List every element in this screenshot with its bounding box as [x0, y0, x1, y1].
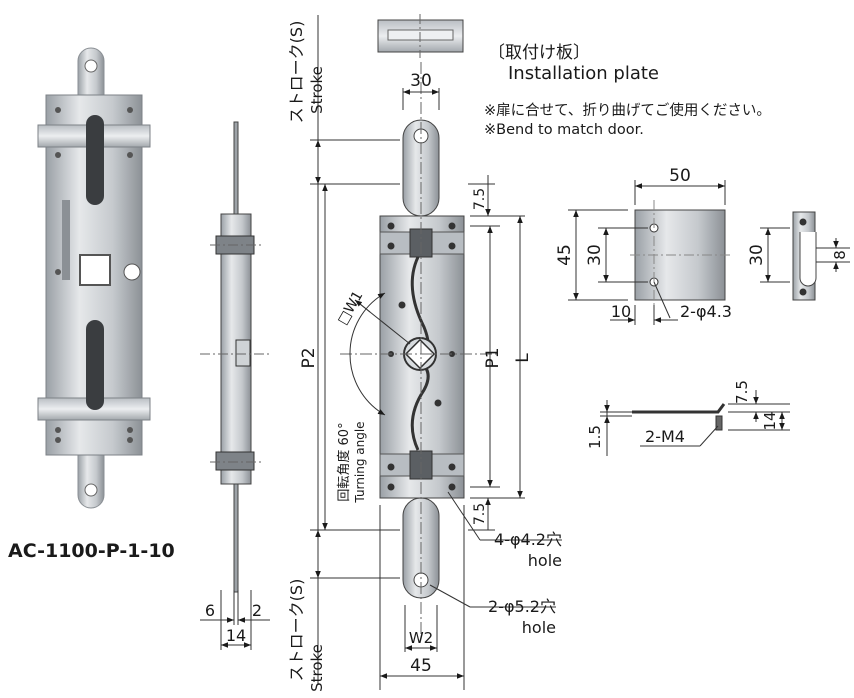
dim-7-5-bottom: 7.5: [472, 503, 488, 525]
front-dimensions: [310, 15, 562, 690]
plate-title-en: Installation plate: [508, 63, 660, 84]
stroke-top-jp: ストローク(S): [287, 21, 306, 124]
dim-w1: □W1: [335, 288, 367, 327]
hole-4-2-jp: 4-φ4.2穴: [494, 530, 562, 549]
dim-l: L: [513, 353, 533, 363]
hole-5-2-jp: 2-φ5.2穴: [488, 597, 556, 616]
front-view: [340, 14, 500, 640]
plate-dim-50: 50: [669, 166, 691, 186]
stroke-top-en: Stroke: [308, 66, 326, 114]
dim-bottom-width: 45: [410, 656, 432, 676]
installation-plate-view: [568, 180, 850, 325]
model-number: AC-1100-P-1-10: [8, 540, 175, 562]
plate-dim-10: 10: [611, 302, 631, 321]
bend-note-jp: ※扉に合せて、折り曲げてご使用ください。: [484, 103, 771, 119]
side-dim-6: 6: [205, 601, 215, 620]
section-dim-14: 14: [761, 411, 779, 430]
turning-angle-en: Turning angle: [353, 421, 367, 503]
dim-w2: W2: [409, 629, 433, 647]
section-m4-label: 2-M4: [645, 427, 685, 446]
dimension-labels: 30 45 W2 P1 L P2 7.5 7.5 □W1 回転角度 60° Tu…: [205, 21, 849, 692]
section-dim-1-5: 1.5: [586, 425, 604, 449]
product-photo: [37, 47, 151, 509]
plate-title-jp: 〔取付け板〕: [488, 43, 590, 63]
plate-hole-label: 2-φ4.3: [680, 302, 732, 321]
hole-4-2-en: hole: [528, 551, 562, 570]
side-dim-14: 14: [226, 626, 246, 645]
side-view: [200, 121, 270, 650]
dim-7-5-top: 7.5: [472, 188, 488, 210]
plate-dim-30: 30: [585, 244, 605, 266]
dim-p2: P2: [299, 347, 319, 368]
side-dim-2: 2: [252, 601, 262, 620]
dim-top-width: 30: [410, 71, 432, 91]
stroke-bottom-en: Stroke: [308, 644, 326, 692]
hole-5-2-en: hole: [522, 618, 556, 637]
plate-section-view: [600, 390, 790, 456]
dim-p1: P1: [483, 347, 503, 368]
plate-side-dim-30: 30: [747, 244, 767, 266]
bend-note-en: ※Bend to match door.: [484, 122, 644, 138]
section-dim-7-5: 7.5: [733, 380, 751, 404]
plate-side-dim-8: 8: [831, 250, 849, 260]
turning-angle-jp: 回転角度 60°: [336, 422, 352, 501]
stroke-bottom-jp: ストローク(S): [287, 579, 306, 682]
plate-dim-45: 45: [555, 244, 575, 266]
